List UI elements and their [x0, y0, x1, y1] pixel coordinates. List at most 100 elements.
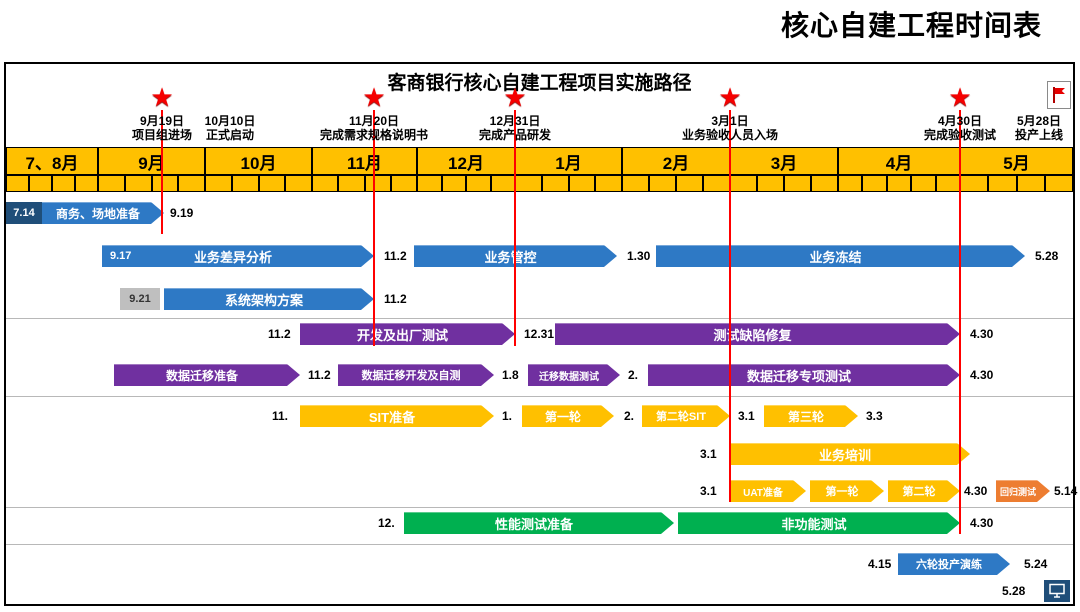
task-label: 第一轮 [544, 409, 581, 424]
week-cell [466, 175, 491, 192]
task-bar: SIT准备 [300, 405, 494, 427]
week-cell [390, 175, 417, 192]
milestone-star-icon: ★ [362, 82, 386, 112]
milestone-date: 5月28日 [1016, 114, 1062, 128]
milestone-desc: 业务验收人员入场 [681, 128, 779, 142]
task-label: 数据迁移开发及自测 [361, 370, 461, 382]
week-cell [622, 175, 649, 192]
week-cell [75, 175, 98, 192]
task-label: 商务、场地准备 [55, 206, 140, 221]
week-cell [730, 175, 757, 192]
task-label: 数据迁移专项测试 [746, 368, 851, 384]
task-bar: 非功能测试 [678, 512, 960, 534]
month-cell: 12月 [417, 147, 515, 175]
milestone-label: 11月20日完成需求规格说明书 [320, 114, 428, 142]
task-label: 开发及出厂测试 [356, 327, 448, 343]
week-cell [935, 175, 960, 192]
milestone-line [373, 110, 375, 346]
date-label: 12.31 [524, 327, 555, 341]
section-divider [6, 544, 1073, 545]
task-label: 第三轮 [787, 409, 824, 424]
section-divider [6, 318, 1073, 319]
date-label: 4.30 [970, 327, 994, 341]
milestone-star-icon: ★ [718, 82, 742, 112]
task-label: 迁移数据测试 [539, 371, 599, 383]
week-cell [285, 175, 312, 192]
go-live-icon [1044, 580, 1070, 602]
date-label: 2. [624, 409, 635, 423]
milestone-label: 10月10日正式启动 [205, 114, 256, 142]
task-label: 六轮投产演练 [916, 559, 982, 571]
milestone-desc: 完成产品研发 [478, 128, 552, 142]
date-label: 1.8 [502, 368, 519, 382]
week-cell [595, 175, 622, 192]
task-label: 回归测试 [999, 486, 1036, 497]
date-label: 4.30 [964, 484, 988, 498]
task-bar: 第二轮 [888, 480, 960, 502]
milestone-desc: 投产上线 [1014, 128, 1064, 142]
milestone-line [959, 110, 961, 534]
milestone-star-icon: ★ [150, 82, 174, 112]
week-cell [205, 175, 232, 192]
task-label: UAT准备 [743, 487, 783, 499]
task-bar: 数据迁移开发及自测 [338, 364, 494, 386]
task-label: 业务培训 [818, 447, 871, 463]
week-cell [515, 175, 542, 192]
task-label: 非功能测试 [781, 516, 847, 532]
milestone-desc: 完成需求规格说明书 [319, 128, 429, 142]
week-cell [886, 175, 912, 192]
week-cell [649, 175, 676, 192]
date-label: 9.19 [170, 206, 194, 220]
milestone-line [729, 110, 731, 502]
task-bar: 回归测试 [996, 480, 1050, 502]
section-divider [6, 396, 1073, 397]
milestone-desc: 正式启动 [205, 128, 255, 142]
task-bar: 业务冻结 [656, 245, 1025, 267]
goal-flag-icon [1047, 81, 1071, 109]
week-cell [151, 175, 179, 192]
date-label: 3.1 [738, 409, 755, 423]
task-label: 业务差异分析 [193, 249, 272, 265]
week-cell [52, 175, 75, 192]
week-cell [568, 175, 596, 192]
week-cell [178, 175, 205, 192]
task-bar: 六轮投产演练 [898, 553, 1010, 575]
month-cell: 10月 [205, 147, 312, 175]
week-cell [838, 175, 863, 192]
date-label: 1.30 [627, 249, 651, 263]
week-cell [338, 175, 365, 192]
date-label: 4.30 [970, 516, 994, 530]
week-cell [364, 175, 391, 192]
week-cell [258, 175, 286, 192]
task-label: 数据迁移准备 [165, 368, 238, 383]
date-box: 7.14 [6, 202, 42, 224]
task-bar: 开发及出厂测试 [300, 323, 515, 345]
date-label: 3.3 [866, 409, 883, 423]
date-label: 11.2 [308, 368, 331, 382]
month-cell: 2月 [622, 147, 730, 175]
date-label: 5.24 [1024, 557, 1048, 571]
milestone-label: 4月30日完成验收测试 [924, 114, 996, 142]
week-cell [6, 175, 29, 192]
month-cell: 4月 [838, 147, 960, 175]
month-cell: 7、8月 [6, 147, 98, 175]
date-label: 5.14 [1054, 484, 1078, 498]
month-cell: 5月 [960, 147, 1073, 175]
week-cell [757, 175, 784, 192]
week-cell [417, 175, 442, 192]
date-label: 4.15 [868, 557, 892, 571]
milestone-date: 12月31日 [489, 114, 541, 128]
date-label: 3.1 [700, 447, 717, 461]
task-label: 第二轮SIT [655, 411, 707, 423]
date-label: 4.30 [970, 368, 994, 382]
week-cell [676, 175, 703, 192]
task-bar: 第一轮 [810, 480, 884, 502]
task-bar: UAT准备 [730, 480, 806, 502]
milestone-date: 3月1日 [711, 114, 749, 128]
week-cell [960, 175, 989, 192]
task-start-date: 9.17 [110, 250, 132, 262]
task-label: SIT准备 [368, 409, 416, 425]
task-label: 业务管控 [484, 249, 537, 265]
milestone-label: 5月28日投产上线 [1015, 114, 1063, 142]
